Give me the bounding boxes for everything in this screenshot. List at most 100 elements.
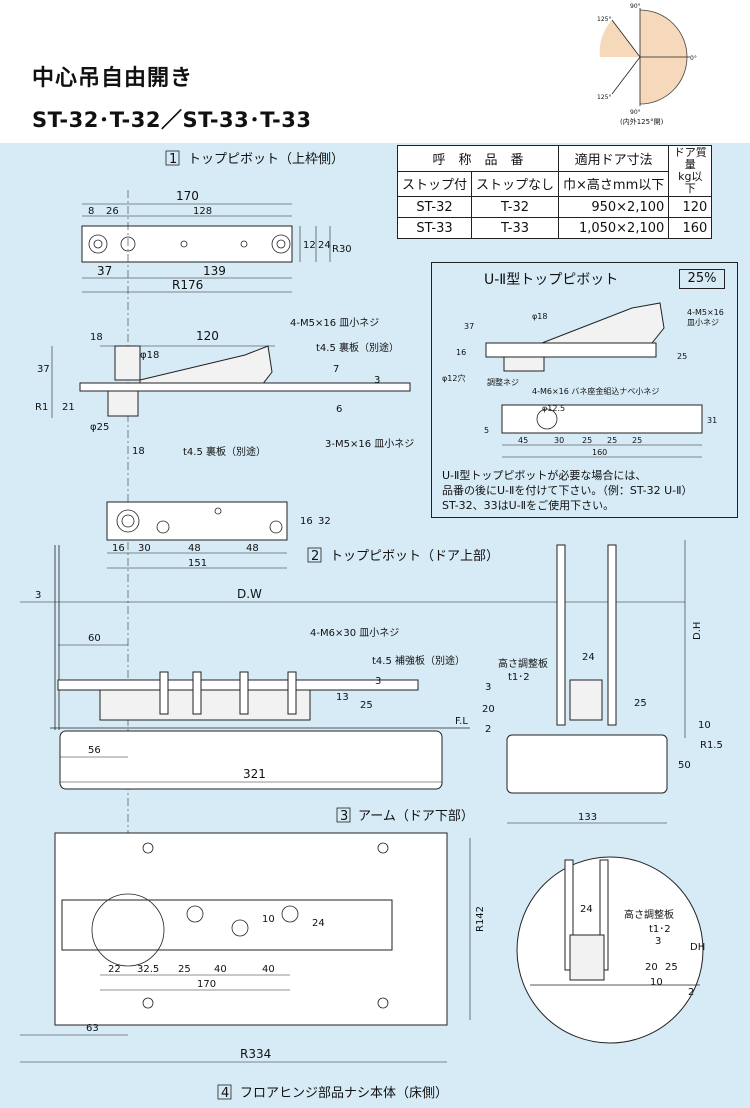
opening-angle-diagram: 90° 125° 0° 90° 125° (内外125°開) (597, 3, 697, 126)
section-3-number: 3 (340, 809, 348, 824)
dim-21: 21 (62, 402, 75, 413)
dim-16-b: 16 (300, 516, 313, 527)
dim-37-side: 37 (37, 364, 50, 375)
u2-label-adjust: 調整ネジ (487, 377, 519, 387)
cell-weight: 120 (668, 196, 713, 218)
dim-32: 32 (318, 516, 331, 527)
u2-dim-25-a: 25 (582, 436, 592, 445)
label-height-plate-detail: 高さ調整板 (624, 908, 674, 921)
header-no-stop: ストップなし (471, 170, 560, 197)
u2-label-pan: 4-M6×16 バネ座金組込ナベ小ネジ (532, 386, 659, 396)
side-body-section (506, 734, 668, 794)
u2-note-1: U-Ⅱ型トップピボットが必要な場合には、 (442, 469, 647, 482)
cell-with-stop: ST-33 (396, 217, 473, 239)
dim-dh: D.H (692, 622, 703, 640)
u2-drawing: 4-M5×16 皿小ネジ 4-M6×16 バネ座金組込ナベ小ネジ 調整ネジ φ1… (442, 302, 724, 458)
section-1-box (165, 150, 180, 166)
header-weight-label: ドア質量 (673, 146, 707, 171)
label-reinforcement: t4.5 補強板（別途） (372, 654, 465, 667)
opening-caption: (内外125°開) (620, 117, 664, 126)
page-title: 中心吊自由開き (32, 66, 194, 91)
u2-dim-25: 25 (677, 352, 687, 361)
dim-phi25: φ25 (90, 422, 109, 433)
u2-dim-16: 16 (456, 348, 466, 357)
header-size: 適用ドア寸法 (558, 145, 670, 172)
dim-10-detail: 10 (650, 977, 663, 988)
cell-size: 1,050×2,100 (558, 217, 670, 239)
side-pivot-block (569, 679, 603, 721)
dim-63: 63 (86, 1023, 99, 1034)
dim-30: 30 (138, 543, 151, 554)
dim-50: 50 (678, 760, 691, 771)
header: 中心吊自由開き ST-32･T-32／ST-33･T-33 (0, 0, 750, 143)
dim-25-side: 25 (634, 698, 647, 709)
dim-20-side: 20 (482, 704, 495, 715)
dim-7: 7 (333, 364, 339, 375)
u2-note-2: 品番の後にU-Ⅱを付けて下さい。（例：ST-32 U-Ⅱ） (442, 484, 693, 497)
dim-20-detail: 20 (645, 962, 658, 973)
section-3-title: アーム（ドア下部） (358, 809, 474, 824)
dim-22: 22 (108, 964, 121, 975)
table-row: ST-33 T-33 1,050×2,100 160 (396, 217, 713, 239)
dim-170-arm: 170 (197, 979, 216, 990)
dim-25-detail: 25 (665, 962, 678, 973)
u2-dim-5: 5 (484, 426, 489, 435)
label-backplate: t4.5 裏板（別途） (316, 341, 399, 354)
table-row: ST-32 T-32 950×2,100 120 (396, 196, 713, 218)
cell-weight: 160 (668, 217, 713, 239)
dim-37: 37 (97, 264, 112, 278)
u2-dim-25-c: 25 (632, 436, 642, 445)
label-backplate-2: t4.5 裏板（別途） (183, 445, 266, 458)
cell-no-stop: T-32 (471, 196, 560, 218)
dim-r142: R142 (475, 906, 486, 932)
dim-3-side: 3 (485, 682, 491, 693)
dim-13: 13 (336, 692, 349, 703)
dim-r30: R30 (332, 244, 352, 255)
section-2-number: 2 (311, 549, 319, 564)
dim-133: 133 (578, 812, 597, 823)
dim-dh-detail: DH (690, 942, 705, 953)
label-height-plate: 高さ調整板 (498, 657, 548, 670)
spec-table: 呼 称 品 番 適用ドア寸法 ドア質量 kg以下 ストップ付 ストップなし 巾×… (396, 145, 713, 239)
header-weight-sub: kg以下 (678, 170, 703, 195)
dim-151: 151 (188, 558, 207, 569)
angle-top-left: 125° (597, 16, 611, 23)
dim-18: 18 (90, 332, 103, 343)
header-with-stop: ストップ付 (396, 170, 473, 197)
u2-label-phi125: φ12.5 (542, 404, 565, 413)
label-3-m5-screw: 3-M5×16 皿小ネジ (325, 438, 414, 450)
angle-bottom: 90° (630, 109, 641, 116)
dim-8: 8 (88, 206, 94, 217)
cell-with-stop: ST-32 (396, 196, 473, 218)
dim-48-b: 48 (246, 543, 259, 554)
u2-dim-31: 31 (707, 416, 717, 425)
floor-hinge-body-section (59, 730, 443, 790)
angle-zero: 0° (690, 55, 697, 62)
u2-dim-160: 160 (592, 448, 607, 457)
label-fl: F.L (455, 716, 468, 727)
u2-dim-37: 37 (464, 322, 474, 331)
model-heading: ST-32･T-32／ST-33･T-33 (32, 108, 312, 132)
arm-plan (61, 899, 393, 951)
angle-top: 90° (630, 3, 641, 10)
u2-note-3: ST-32、33はU-Ⅱをご使用下さい。 (442, 499, 615, 512)
dim-120: 120 (196, 329, 219, 343)
dim-139: 139 (203, 264, 226, 278)
u2-scale-badge: 25% (679, 269, 725, 289)
dim-56: 56 (88, 745, 101, 756)
header-weight: ドア質量 kg以下 (668, 145, 713, 197)
label-4-m6-screw: 4-M6×30 皿小ネジ (310, 627, 399, 639)
dim-dw: D.W (237, 587, 262, 601)
dim-phi18: φ18 (140, 350, 159, 361)
angle-bottom-left: 125° (597, 94, 611, 101)
u2-label-hole: φ12穴 (442, 373, 465, 383)
dim-25-arm: 25 (178, 964, 191, 975)
header-size-sub: 巾×高さmm以下 (558, 170, 670, 197)
dim-24-detail: 24 (580, 904, 593, 915)
dim-18-b: 18 (132, 446, 145, 457)
dim-24-side: 24 (582, 652, 595, 663)
cell-size: 950×2,100 (558, 196, 670, 218)
u2-dim-25-b: 25 (607, 436, 617, 445)
section-1-number: 1 (169, 152, 177, 167)
